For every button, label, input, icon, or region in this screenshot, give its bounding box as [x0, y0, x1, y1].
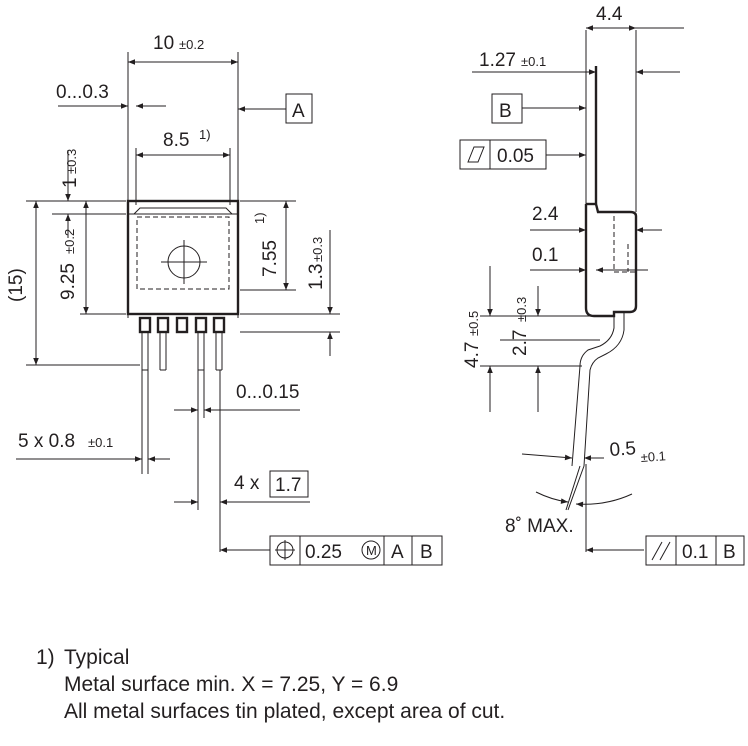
tab-width-note-ref: 1) [199, 127, 211, 142]
lead-width-value: 5 x 0.8 [18, 431, 75, 452]
tab-width-value: 8.5 [163, 130, 189, 151]
footnote-line-tin-plated: All metal surfaces tin plated, except ar… [64, 700, 506, 723]
side-view: 4.4 1.27 ±0.1 B 0.05 2.4 0.1 4.7 ±0.5 2.… [459, 4, 745, 566]
parallelism-frame: 0.1 B [645, 535, 745, 566]
lead-width-tolerance: ±0.1 [88, 435, 113, 450]
footnotes: 1) Typical Metal surface min. X = 7.25, … [36, 644, 505, 725]
datum-b-label: B [499, 101, 512, 122]
metal-surface-outline [136, 216, 230, 290]
depth-value: 4.4 [596, 4, 623, 25]
position-datum-b: B [420, 542, 433, 563]
datum-a-label: A [292, 101, 305, 122]
lead-1 [138, 316, 152, 371]
body-height-value: 9.25 [58, 263, 79, 300]
offset-top-value: 0...0.3 [56, 82, 109, 103]
lead-3 [175, 316, 189, 334]
position-tolerance-frame: 0.25 M A B [269, 535, 443, 566]
flatness-symbol-icon [467, 146, 485, 163]
body-height-tolerance: ±0.2 [62, 229, 77, 254]
datum-b-box [491, 93, 523, 124]
lead-length-value: 4.7 [462, 342, 483, 368]
pitch-value: 1.7 [275, 475, 301, 496]
parallelism-symbol-icon [651, 541, 663, 561]
lead-2 [156, 316, 170, 371]
bend-length-value: 2.7 [510, 330, 531, 356]
tab-thickness-tolerance: ±0.1 [521, 54, 546, 69]
width-value: 10 [153, 33, 174, 54]
stem-height-value: 1.3 [306, 264, 327, 290]
width-tolerance: ±0.2 [179, 37, 204, 52]
lead-thickness-tolerance: ±0.1 [640, 448, 666, 465]
side-lead [571, 316, 615, 467]
footnote-line-metal-surface: Metal surface min. X = 7.25, Y = 6.9 [64, 673, 399, 696]
body-thickness-value: 2.4 [532, 204, 559, 225]
tab-thickness-value: 1.27 [479, 50, 516, 71]
footnote-number: 1) [36, 646, 55, 669]
front-view: 10 ±0.2 0...0.3 8.5 1) A 1 ±0.3 (15) 9.2… [6, 33, 443, 566]
parallelism-datum: B [723, 542, 736, 563]
tab-height-value: 7.55 [260, 240, 281, 277]
pitch-prefix: 4 x [234, 473, 260, 494]
datum-a-box [285, 93, 313, 124]
standoff-value: 0.1 [532, 245, 558, 266]
lead-offset-value: 0...0.15 [236, 382, 299, 403]
top-gap-tolerance: ±0.3 [64, 149, 79, 174]
position-tolerance-value: 0.25 [305, 542, 342, 563]
tab-height-note-ref: 1) [252, 212, 267, 224]
flatness-value: 0.05 [497, 146, 534, 167]
position-datum-a: A [391, 542, 404, 563]
parallelism-value: 0.1 [682, 542, 708, 563]
side-body [584, 203, 638, 318]
mmc-modifier-letter: M [366, 543, 377, 558]
package-body [126, 199, 240, 316]
bend-length-tolerance: ±0.3 [514, 297, 529, 322]
lead-length-tolerance: ±0.5 [466, 311, 481, 336]
stem-height-tolerance: ±0.3 [310, 237, 325, 262]
lead-thickness-value: 0.5 [609, 438, 637, 461]
mmc-modifier-icon [361, 540, 381, 560]
pitch-basic-box [269, 470, 309, 498]
bend-angle-value: 8˚ MAX. [505, 516, 574, 537]
flatness-frame: 0.05 [459, 139, 547, 170]
overall-height-value: (15) [6, 268, 27, 302]
top-gap-value: 1 [60, 177, 81, 188]
footnote-title: Typical [64, 646, 130, 669]
lead-5 [212, 316, 226, 371]
lead-4 [194, 316, 208, 371]
